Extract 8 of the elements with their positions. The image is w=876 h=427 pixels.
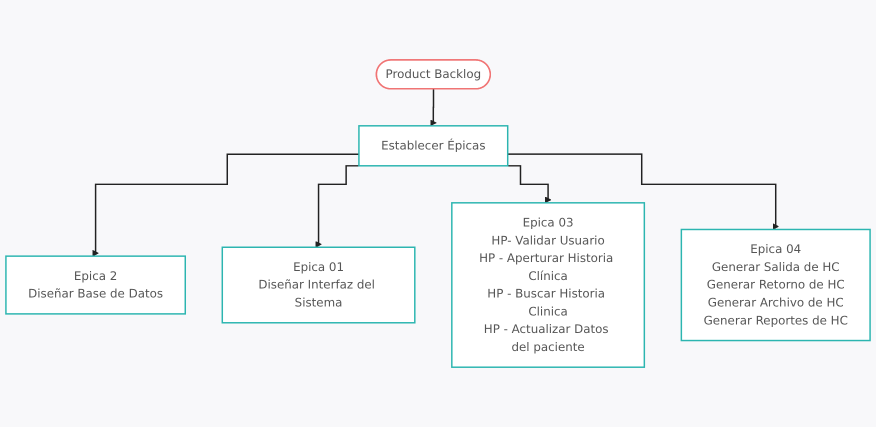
node-box: Epica 2 Diseñar Base de Datos — [5, 255, 186, 315]
node-box: Epica 03 HP- Validar Usuario HP - Aperturar Historia Clínica HP - Buscar Historia Clinica HP - Actualizar Datos del paciente — [451, 202, 646, 368]
arrow — [92, 153, 359, 256]
arrow — [430, 88, 437, 126]
arrow — [508, 153, 779, 230]
node-box: Establecer Épicas — [358, 125, 508, 166]
node-box: Epica 01 Diseñar Interfaz del Sistema — [222, 246, 416, 324]
node-box: Epica 04 Generar Salida de HC Generar Retorno de HC Generar Archivo de HC Generar Reportes de HC — [680, 228, 871, 342]
